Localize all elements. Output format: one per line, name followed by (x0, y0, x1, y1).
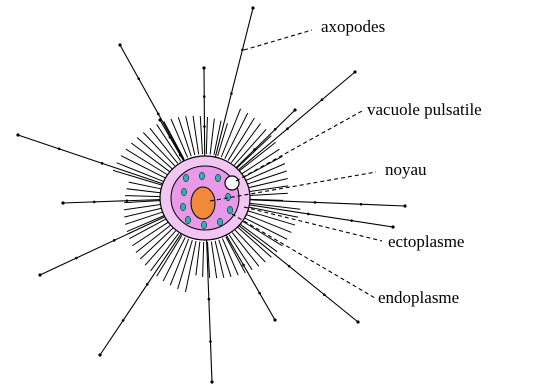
axopod-granule (230, 92, 233, 95)
short-ray (140, 228, 173, 259)
axopod-tip (98, 353, 101, 356)
short-ray (186, 241, 197, 292)
short-ray (124, 204, 162, 209)
short-ray (237, 136, 271, 168)
short-ray (193, 116, 199, 155)
granule (227, 206, 232, 214)
granule (215, 174, 220, 182)
axopod-granule (122, 319, 125, 322)
granule (183, 174, 188, 182)
axopod-tip (158, 118, 161, 121)
short-ray (210, 119, 214, 155)
short-ray (137, 137, 172, 168)
cell-body (160, 156, 250, 240)
short-ray (196, 242, 200, 276)
axopod-granule (113, 239, 116, 242)
granule (225, 193, 230, 201)
short-ray (238, 227, 272, 257)
short-ray (203, 242, 204, 277)
axopod-granule (157, 113, 160, 116)
axopod-granule (274, 128, 277, 131)
axopod-granule (203, 95, 206, 98)
short-ray (136, 225, 171, 252)
axopod-tip (356, 320, 359, 323)
axopod-granule (241, 49, 244, 52)
leader-axopodes (244, 30, 312, 50)
axopod-tip (202, 66, 205, 69)
axopod-granule (350, 219, 353, 222)
leader-vacuole (236, 111, 362, 181)
axopod-tip (16, 133, 19, 136)
label-vacuole: vacuole pulsatile (367, 100, 482, 119)
short-ray (150, 128, 178, 163)
short-ray (200, 116, 202, 154)
short-ray (125, 196, 161, 197)
axopod-granule (242, 264, 245, 267)
granule (180, 203, 185, 211)
axopod-granule (101, 162, 104, 165)
short-ray (215, 241, 224, 278)
axopod-granule (126, 199, 129, 202)
label-ectoplasme: ectoplasme (388, 232, 464, 251)
short-ray (151, 233, 179, 271)
granule (181, 188, 186, 196)
leader-ectoplasme (244, 207, 382, 241)
short-ray (232, 233, 259, 267)
label-axopodes: axopodes (321, 17, 385, 36)
axopod-granule (209, 340, 212, 343)
axopod-tip (38, 273, 41, 276)
axopod-tip (210, 380, 213, 383)
axopod-granule (179, 154, 182, 157)
granule (201, 221, 206, 229)
axopod-tip (61, 201, 64, 204)
axopod-granule (203, 125, 206, 128)
short-ray (127, 189, 162, 193)
axopod-granule (93, 201, 96, 204)
leader-endoplasme (232, 214, 375, 298)
axopod-granule (169, 136, 172, 139)
axopod-granule (360, 203, 363, 206)
short-ray (126, 149, 168, 175)
axopod-granule (286, 127, 289, 130)
label-endoplasme: endoplasme (378, 288, 459, 307)
short-ray (124, 208, 162, 217)
nucleus (191, 187, 215, 219)
axopod-granule (253, 148, 256, 151)
axopod-tip (251, 6, 254, 9)
axopod-granule (321, 98, 324, 101)
granule (217, 218, 222, 226)
axopod-tip (391, 225, 394, 228)
axopod-granule (323, 293, 326, 296)
short-ray (211, 242, 216, 279)
axopod-granule (137, 77, 140, 80)
short-ray (231, 123, 260, 162)
short-ray (131, 143, 169, 172)
granule (185, 216, 190, 224)
axopod-tip (403, 204, 406, 207)
short-ray (240, 224, 277, 252)
axopod-granule (208, 298, 211, 301)
axopod-granule (288, 265, 291, 268)
axopod-granule (307, 213, 310, 216)
axopod-granule (58, 148, 61, 151)
axopod-tip (273, 318, 276, 321)
axopod-granule (258, 292, 261, 295)
contractile-vacuole (225, 176, 239, 190)
axopod-granule (146, 283, 149, 286)
label-noyau: noyau (385, 160, 427, 179)
granule (199, 172, 204, 180)
short-ray (206, 117, 207, 154)
axopod-tip (353, 70, 356, 73)
axopod-granule (314, 201, 317, 204)
axopod-granule (75, 257, 78, 260)
axopod-tip (293, 108, 296, 111)
axopod-tip (118, 43, 121, 46)
